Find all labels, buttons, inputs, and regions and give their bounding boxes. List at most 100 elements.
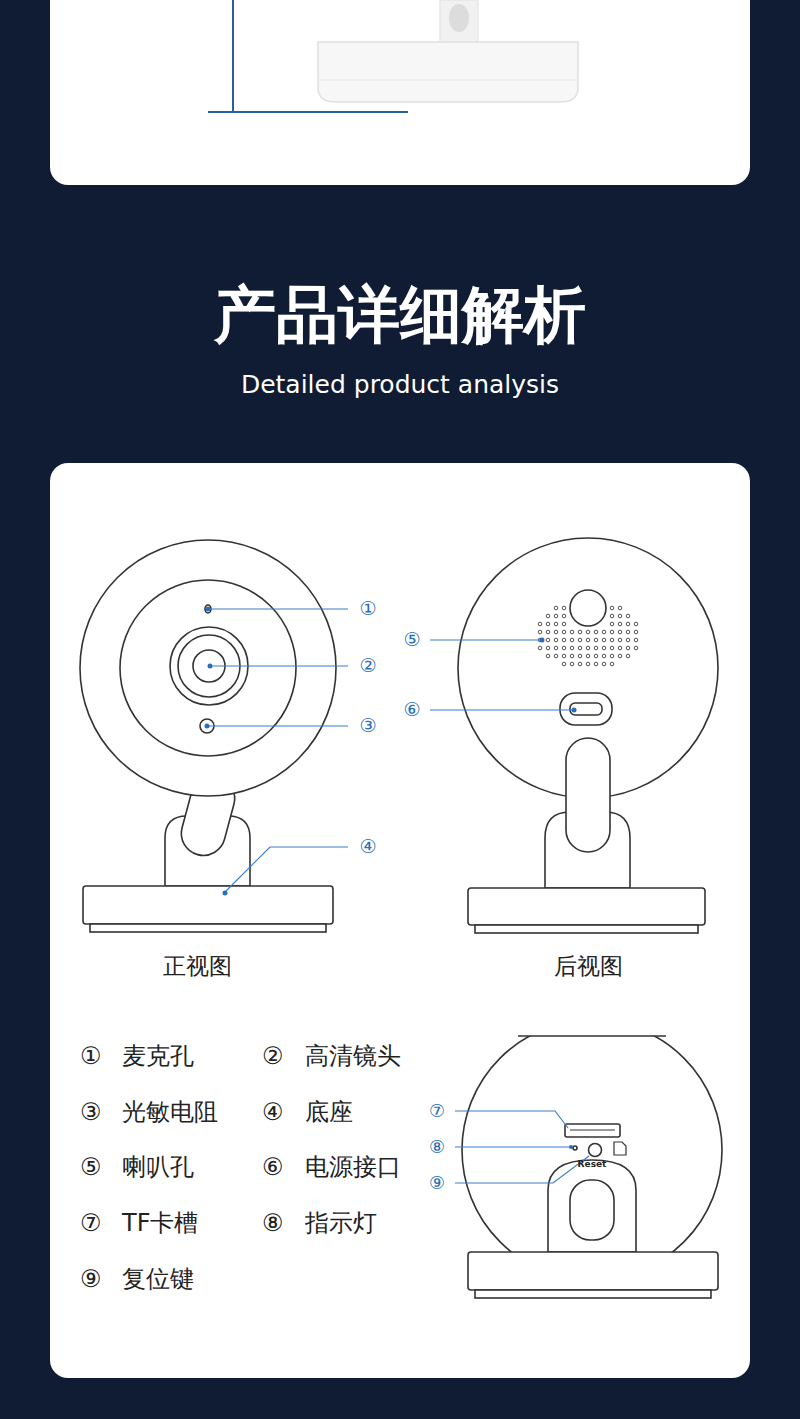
speaker-hole — [618, 638, 622, 642]
speaker-hole — [634, 646, 638, 650]
back-camera — [458, 538, 718, 933]
speaker-hole — [554, 638, 558, 642]
speaker-hole — [554, 630, 558, 634]
speaker-hole — [610, 646, 614, 650]
legend-number: ⑦ — [80, 1210, 102, 1238]
speaker-hole — [578, 630, 582, 634]
speaker-hole — [618, 630, 622, 634]
speaker-hole — [570, 662, 574, 666]
speaker-hole — [554, 614, 558, 618]
speaker-hole — [546, 654, 550, 658]
legend-number: ④ — [262, 1099, 284, 1127]
legend-number: ① — [80, 1043, 102, 1071]
legend-number: ③ — [80, 1099, 102, 1127]
speaker-hole — [610, 662, 614, 666]
speaker-hole — [610, 654, 614, 658]
callout-number: ⑥ — [403, 699, 420, 721]
legend-number: ⑥ — [262, 1154, 284, 1182]
speaker-hole — [594, 638, 598, 642]
speaker-hole — [610, 638, 614, 642]
speaker-hole — [618, 654, 622, 658]
speaker-hole — [570, 638, 574, 642]
speaker-hole — [618, 614, 622, 618]
speaker-holes — [538, 606, 638, 666]
speaker-hole — [602, 646, 606, 650]
speaker-hole — [610, 630, 614, 634]
speaker-hole — [562, 606, 566, 610]
speaker-hole — [562, 638, 566, 642]
main-card — [50, 463, 750, 1378]
speaker-hole — [626, 622, 630, 626]
speaker-hole — [586, 638, 590, 642]
part-name: 复位键 — [122, 1266, 194, 1294]
speaker-hole — [586, 630, 590, 634]
speaker-hole — [578, 638, 582, 642]
speaker-hole — [546, 630, 550, 634]
speaker-hole — [578, 654, 582, 658]
legend-number: ⑧ — [262, 1210, 284, 1238]
speaker-hole — [610, 606, 614, 610]
speaker-hole — [554, 646, 558, 650]
speaker-hole — [546, 614, 550, 618]
speaker-hole — [586, 654, 590, 658]
callout-number: ② — [359, 655, 376, 677]
speaker-hole — [594, 646, 598, 650]
legend-number: ⑤ — [80, 1154, 102, 1182]
speaker-hole — [626, 646, 630, 650]
speaker-hole — [602, 638, 606, 642]
speaker-hole — [562, 662, 566, 666]
speaker-hole — [602, 630, 606, 634]
speaker-hole — [586, 662, 590, 666]
callout-number: ⑦ — [429, 1101, 445, 1122]
speaker-hole — [602, 662, 606, 666]
speaker-hole — [626, 614, 630, 618]
speaker-hole — [634, 630, 638, 634]
speaker-hole — [570, 646, 574, 650]
part-name: 底座 — [305, 1099, 353, 1127]
speaker-hole — [538, 622, 542, 626]
speaker-hole — [562, 630, 566, 634]
speaker-hole — [538, 630, 542, 634]
front-camera — [80, 540, 336, 932]
callout-number: ⑧ — [429, 1137, 445, 1158]
legend-number: ② — [262, 1043, 284, 1071]
speaker-hole — [610, 622, 614, 626]
speaker-hole — [626, 654, 630, 658]
part-name: 喇叭孔 — [122, 1154, 194, 1182]
part-name: 电源接口 — [305, 1154, 401, 1182]
callout-number: ⑨ — [429, 1173, 445, 1194]
speaker-hole — [594, 654, 598, 658]
speaker-hole — [554, 622, 558, 626]
callout-number: ④ — [359, 836, 376, 858]
speaker-hole — [562, 646, 566, 650]
part-name: 指示灯 — [305, 1210, 377, 1238]
speaker-hole — [618, 622, 622, 626]
part-name: 麦克孔 — [122, 1043, 194, 1071]
callout-number: ⑤ — [403, 629, 420, 651]
speaker-hole — [610, 614, 614, 618]
legend-number: ⑨ — [80, 1266, 102, 1294]
callout-number: ③ — [359, 715, 376, 737]
speaker-hole — [594, 662, 598, 666]
speaker-hole — [562, 654, 566, 658]
speaker-hole — [602, 654, 606, 658]
button-label: Reset — [578, 1159, 607, 1169]
speaker-hole — [554, 654, 558, 658]
subtitle: Detailed product analysis — [241, 371, 559, 400]
top-card — [50, 0, 750, 185]
bottom-leaders — [455, 1111, 589, 1183]
speaker-hole — [626, 630, 630, 634]
speaker-hole — [578, 662, 582, 666]
speaker-hole — [562, 622, 566, 626]
top-base-illustration — [208, 0, 578, 112]
speaker-hole — [546, 646, 550, 650]
back-leaders — [430, 638, 577, 713]
speaker-hole — [546, 638, 550, 642]
speaker-hole — [570, 630, 574, 634]
speaker-hole — [594, 630, 598, 634]
page-title: 产品详细解析 — [214, 279, 586, 350]
speaker-hole — [546, 622, 550, 626]
part-name: 高清镜头 — [305, 1043, 401, 1071]
speaker-hole — [618, 646, 622, 650]
